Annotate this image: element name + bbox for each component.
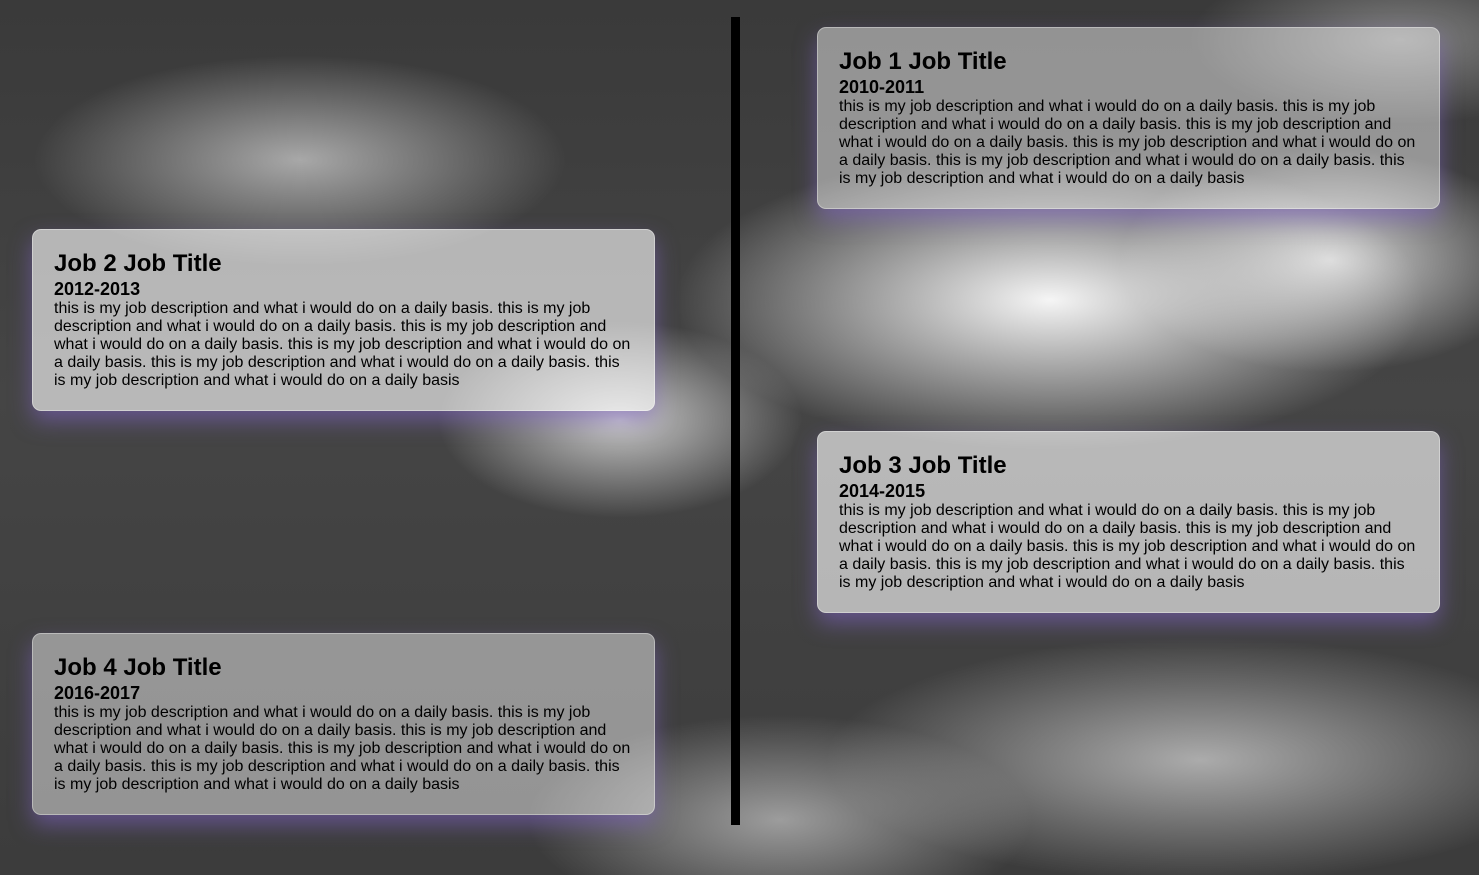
job-card-1: Job 1 Job Title 2010-2011 this is my job… bbox=[817, 27, 1440, 209]
job-title: Job 2 Job Title bbox=[54, 250, 222, 277]
job-description: this is my job description and what i wo… bbox=[839, 98, 1416, 187]
job-years: 2014-2015 bbox=[839, 481, 926, 501]
job-description: this is my job description and what i wo… bbox=[839, 502, 1416, 591]
job-description: this is my job description and what i wo… bbox=[54, 300, 631, 389]
job-card-3: Job 3 Job Title 2014-2015 this is my job… bbox=[817, 431, 1440, 613]
job-years: 2012-2013 bbox=[54, 279, 141, 299]
job-title: Job 4 Job Title bbox=[54, 654, 222, 681]
job-years: 2010-2011 bbox=[839, 77, 925, 97]
timeline-line bbox=[731, 17, 740, 825]
job-description: this is my job description and what i wo… bbox=[54, 704, 631, 793]
job-card-2: Job 2 Job Title 2012-2013 this is my job… bbox=[32, 229, 655, 411]
job-years: 2016-2017 bbox=[54, 683, 141, 703]
job-title: Job 3 Job Title bbox=[839, 452, 1007, 479]
job-title: Job 1 Job Title bbox=[839, 48, 1007, 75]
job-card-4: Job 4 Job Title 2016-2017 this is my job… bbox=[32, 633, 655, 815]
